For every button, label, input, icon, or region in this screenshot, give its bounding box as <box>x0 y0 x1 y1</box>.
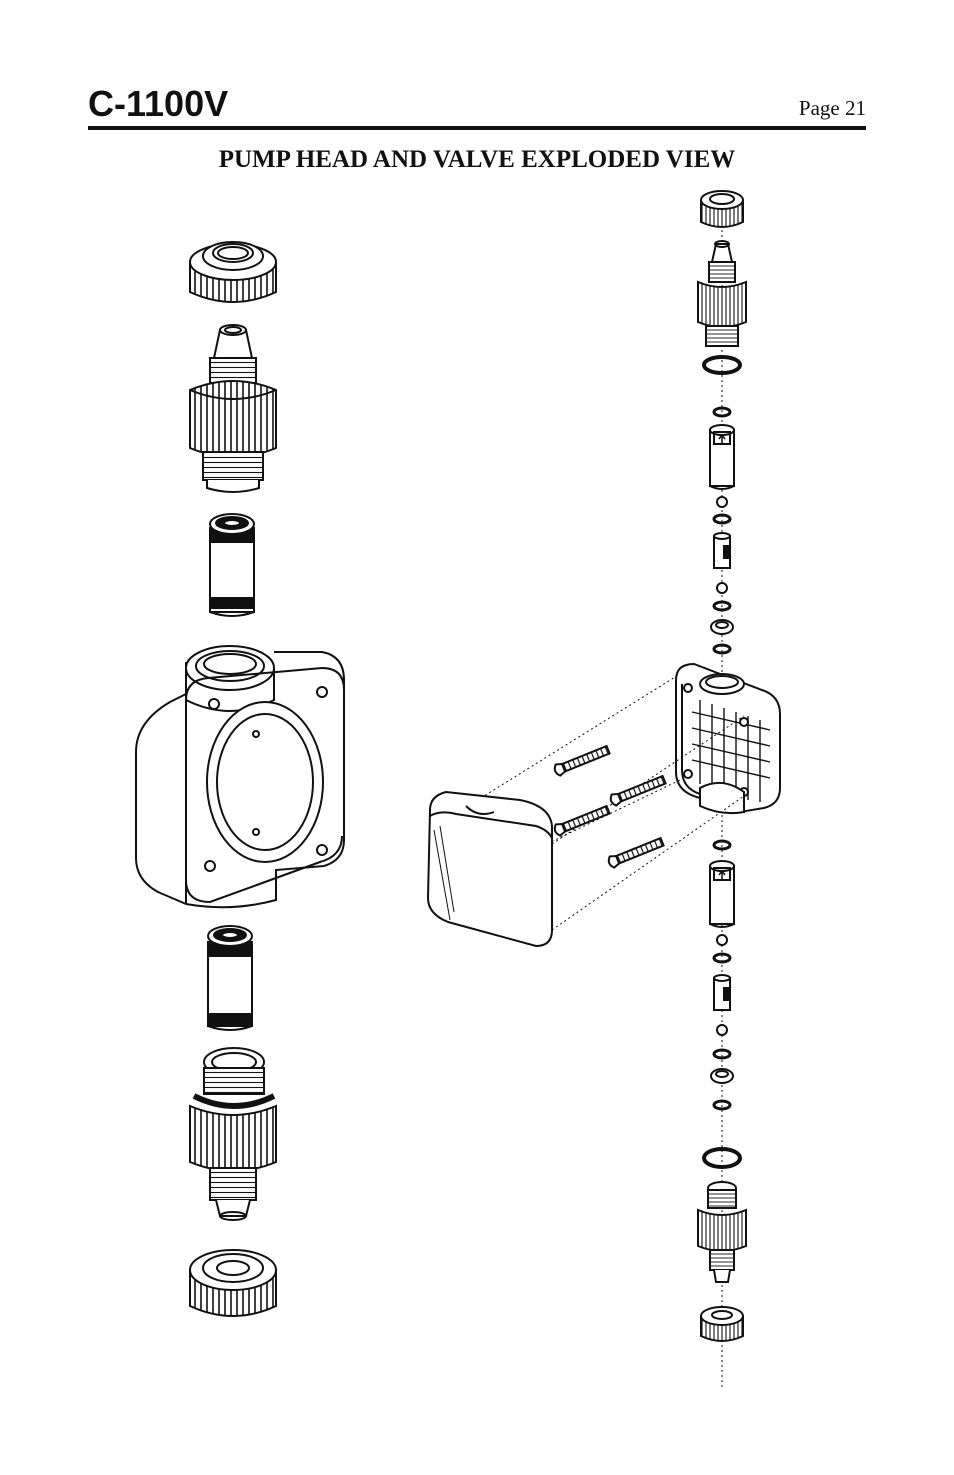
right-top-valve-stem <box>714 533 730 568</box>
right-bottom-valve-body <box>710 861 734 927</box>
right-top-valve-body <box>710 425 734 489</box>
right-screws <box>553 744 666 868</box>
right-bottom-nut <box>701 1307 743 1341</box>
left-bottom-valve <box>208 926 252 1030</box>
right-bottom-fitting <box>698 1182 746 1282</box>
right-housing <box>428 792 552 946</box>
right-top-seat <box>711 620 733 634</box>
right-bottom-valve-stem <box>714 975 730 1010</box>
left-pump-head <box>136 646 344 907</box>
left-top-fitting <box>190 325 276 492</box>
left-top-valve <box>210 514 254 616</box>
left-top-nut <box>190 242 276 302</box>
right-top-fitting <box>698 241 746 346</box>
left-bottom-fitting <box>190 1048 276 1220</box>
right-bottom-seat <box>711 1069 733 1083</box>
right-top-nut <box>701 191 743 227</box>
left-bottom-nut <box>190 1250 276 1316</box>
right-pump-head-back <box>676 664 780 813</box>
